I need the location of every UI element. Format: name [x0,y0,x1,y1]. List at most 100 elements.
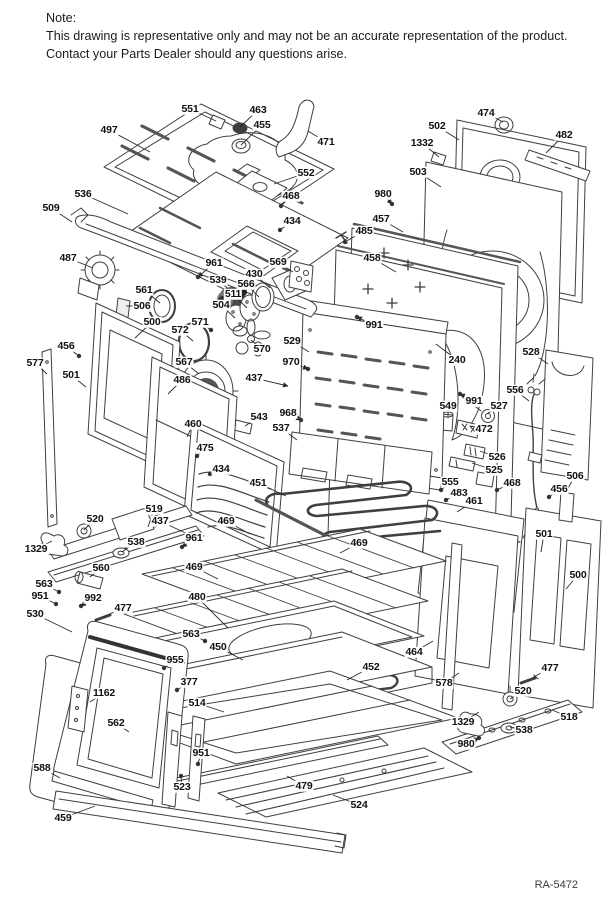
part-callout: 487 [58,251,78,264]
note-line-1: This drawing is representative only and … [46,28,568,43]
part-callout: 1162 [92,686,116,699]
part-callout: 468 [281,189,301,202]
part-callout: 511 [223,287,243,300]
part-callout: 452 [361,660,381,673]
part-callout: 549 [438,399,458,412]
part-callout: 588 [32,761,52,774]
part-callout: 518 [559,710,579,723]
part-callout: 520 [85,512,105,525]
part-callout: 456 [549,482,569,495]
part-callout: 479 [294,779,314,792]
part-callout: 528 [521,345,541,358]
part-callout: 502 [427,119,447,132]
part-callout: 377 [179,675,199,688]
part-callout: 477 [113,601,133,614]
part-callout: 457 [371,212,391,225]
part-callout: 506 [565,469,585,482]
part-callout: 500 [142,315,162,328]
part-callout: 437 [150,514,170,527]
part-callout: 434 [282,214,302,227]
part-callout: 456 [56,339,76,352]
part-callout: 501 [61,368,81,381]
part-callout: 556 [505,383,525,396]
part-callout: 560 [91,561,111,574]
part-callout: 578 [434,676,454,689]
part-callout: 240 [447,353,467,366]
part-callout: 500 [568,568,588,581]
part-callout: 529 [282,334,302,347]
part-callout: 504 [211,298,231,311]
part-callout: 968 [278,406,298,419]
part-callout: 485 [354,224,374,237]
part-callout: 519 [144,502,164,515]
note-block: Note: This drawing is representative onl… [46,10,568,64]
part-callout: 520 [513,684,533,697]
part-callout: 563 [181,627,201,640]
part-callout: 463 [248,103,268,116]
part-callout: 514 [187,696,207,709]
part-callout: 569 [268,255,288,268]
part-callout: 536 [73,187,93,200]
part-callout: 961 [204,256,224,269]
part-callout: 459 [53,811,73,824]
part-callout: 562 [106,716,126,729]
part-callout: 483 [449,486,469,499]
part-callout: 434 [211,462,231,475]
part-callout: 571 [190,315,210,328]
drawing-number: RA-5472 [534,879,578,891]
part-callout: 458 [362,251,382,264]
part-callout: 577 [25,356,45,369]
part-callout: 530 [25,607,45,620]
part-callout: 567 [174,355,194,368]
part-callout: 566 [236,277,256,290]
part-callout: 461 [464,494,484,507]
part-callout: 951 [191,746,211,759]
part-callout: 501 [534,527,554,540]
part-callout: 955 [165,653,185,666]
part-callout: 552 [296,166,316,179]
part-callout: 468 [502,476,522,489]
part-callout: 524 [349,798,369,811]
part-callout: 525 [484,463,504,476]
part-callout: 538 [514,723,534,736]
part-callout: 991 [364,318,384,331]
part-callout: 561 [134,283,154,296]
part-callout: 506 [132,299,152,312]
part-callout: 992 [83,591,103,604]
part-callout: 951 [30,589,50,602]
part-callout: 526 [487,450,507,463]
part-callout: 469 [349,536,369,549]
part-callout: 523 [172,780,192,793]
part-callout: 970 [281,355,301,368]
note-line-2: Contact your Parts Dealer should any que… [46,46,348,61]
part-callout: 1329 [450,715,476,728]
part-callout: 538 [126,535,146,548]
part-callout: 1332 [409,136,435,149]
part-callout: 486 [172,373,192,386]
part-callout: 482 [554,128,574,141]
part-callout: 991 [464,394,484,407]
part-callout: 527 [489,399,509,412]
note-label: Note: [46,11,77,25]
part-callout: 450 [208,640,228,653]
part-callout: 539 [208,273,228,286]
part-callout: 961 [184,531,204,544]
part-callout: 477 [540,661,560,674]
part-callout: 570 [252,342,272,355]
part-callout: 480 [187,590,207,603]
part-callout: 455 [252,118,272,131]
part-callout: 509 [41,201,61,214]
part-callout: 472 [474,422,494,435]
part-callout: 980 [373,187,393,200]
part-callout: 437 [244,371,264,384]
part-callout: 980 [456,737,476,750]
part-callout: 469 [216,514,236,527]
part-callout: 1329 [23,542,49,555]
part-callout: 537 [271,421,291,434]
part-callout: 460 [183,417,203,430]
part-callout: 497 [99,123,119,136]
part-callout: 572 [170,323,190,336]
part-callout: 451 [248,476,268,489]
